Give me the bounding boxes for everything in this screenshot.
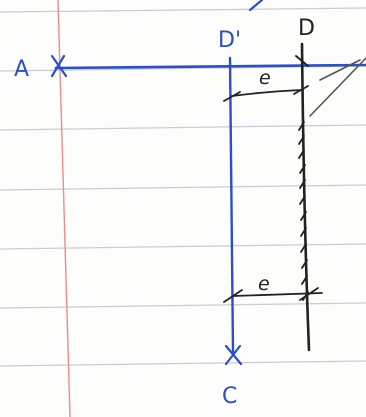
cross-mark-a (50, 54, 68, 78)
diagonal-lines (309, 57, 366, 117)
top-blue-stroke (248, 0, 264, 12)
ruled-line (0, 124, 366, 131)
tick-top-d (295, 55, 309, 67)
label-distance-top: e (259, 67, 271, 89)
ruled-line (0, 243, 366, 250)
label-point-d: D (298, 16, 315, 41)
distance-marker-top (223, 85, 309, 102)
ruled-line (0, 7, 366, 13)
line-d-prime-c (228, 56, 235, 354)
ruled-line (0, 302, 366, 309)
label-point-d-prime: D' (218, 28, 241, 53)
label-point-c: C (222, 384, 237, 409)
distance-marker-bottom (223, 287, 323, 303)
ruled-line (0, 360, 366, 367)
margin-line (57, 0, 71, 417)
ruled-line (0, 184, 366, 191)
cross-mark-c (224, 344, 243, 366)
label-distance-bottom: e (258, 273, 270, 295)
label-point-a: A (14, 57, 29, 82)
line-a-horizontal (54, 63, 366, 70)
